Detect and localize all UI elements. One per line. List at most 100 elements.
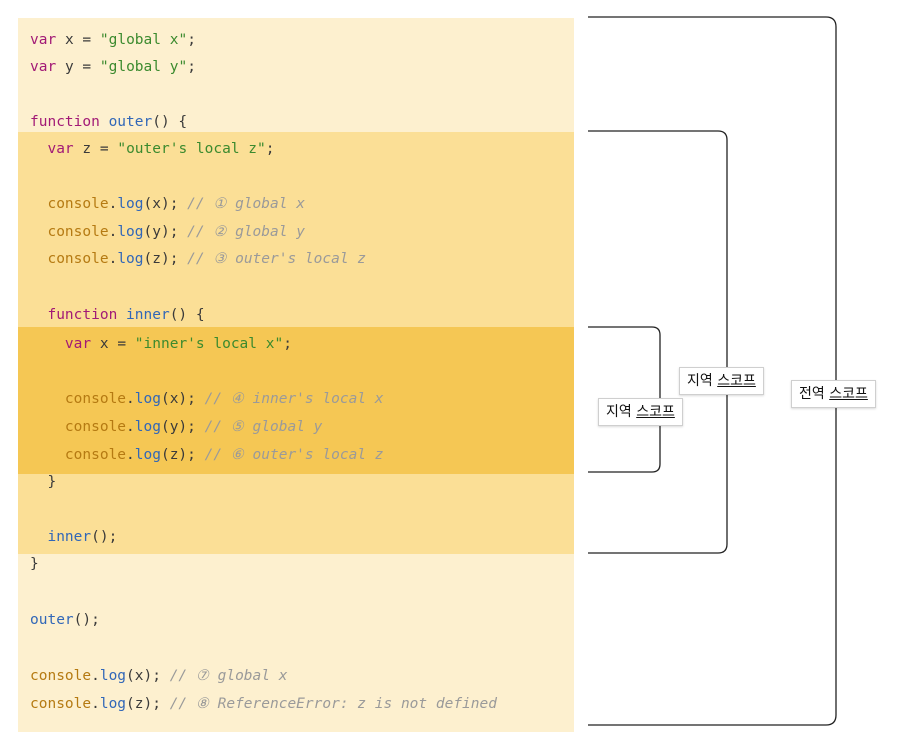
code-line: var x = "inner's local x"; — [30, 334, 292, 354]
code-token: console — [47, 196, 109, 212]
inner-scope-label-word2: 스코프 — [636, 404, 675, 420]
code-token: log — [99, 668, 127, 684]
code-token: var — [30, 32, 57, 48]
code-token: () { — [152, 114, 188, 130]
code-token: function — [47, 307, 118, 323]
global-scope-label-word1: 전역 — [799, 386, 825, 402]
outer-scope-bracket — [588, 130, 728, 554]
code-token: "global y" — [99, 59, 188, 75]
outer-local-scope-label: 지역 스코프 — [679, 367, 764, 395]
code-token: // ⑧ ReferenceError: z is not defined — [160, 696, 497, 712]
code-token: (x); — [126, 668, 161, 684]
code-line: console.log(y); // ② global y — [30, 222, 305, 242]
code-token: . — [91, 668, 100, 684]
code-token: "outer's local z" — [117, 141, 266, 157]
code-token: ; — [283, 336, 292, 352]
code-line: console.log(x); // ① global x — [30, 194, 305, 214]
code-line: function inner() { — [30, 305, 205, 325]
code-line: outer(); — [30, 610, 100, 630]
code-token: // ③ outer's local z — [178, 251, 367, 267]
code-token: (x); — [160, 391, 196, 407]
global-scope-label-word2: 스코프 — [829, 386, 868, 402]
code-token: // ⑤ global y — [195, 419, 323, 435]
code-token: console — [47, 251, 109, 267]
code-line: var z = "outer's local z"; — [30, 139, 274, 159]
code-token: ; — [187, 32, 196, 48]
code-token: // ⑦ global x — [160, 668, 288, 684]
code-token: var — [30, 59, 57, 75]
code-line: inner(); — [30, 527, 117, 547]
code-token: outer — [108, 114, 153, 130]
code-token: log — [134, 391, 161, 407]
code-token: . — [108, 196, 118, 212]
global-scope-label: 전역 스코프 — [791, 380, 876, 408]
code-token: log — [117, 251, 144, 267]
code-token: x — [99, 336, 109, 352]
code-token: console — [30, 668, 92, 684]
code-token: (z); — [126, 696, 161, 712]
code-token: (); — [91, 529, 118, 545]
code-token: log — [117, 196, 144, 212]
code-token: z — [82, 141, 92, 157]
code-token: ; — [187, 59, 196, 75]
code-token: console — [47, 224, 109, 240]
code-token: function — [30, 114, 100, 130]
code-token: "inner's local x" — [134, 336, 284, 352]
code-token: ; — [265, 141, 275, 157]
code-token: . — [91, 696, 100, 712]
code-token: = — [73, 59, 100, 75]
code-token: // ② global y — [178, 224, 305, 240]
code-token: () { — [169, 307, 205, 323]
code-token: console — [64, 391, 127, 407]
code-line: console.log(x); // ⑦ global x — [30, 666, 287, 686]
outer-scope-label-word1: 지역 — [687, 373, 713, 389]
inner-scope-label-word1: 지역 — [606, 404, 632, 420]
code-token: } — [47, 474, 57, 490]
code-token: . — [126, 419, 135, 435]
code-line: var y = "global y"; — [30, 57, 196, 77]
code-line: } — [30, 554, 39, 574]
code-token: (x); — [143, 196, 179, 212]
code-token: } — [30, 556, 39, 572]
code-token: = — [108, 336, 135, 352]
code-token: console — [30, 696, 92, 712]
code-line: console.log(z); // ⑥ outer's local z — [30, 445, 384, 465]
code-token: console — [64, 419, 127, 435]
code-token: var — [47, 141, 74, 157]
code-token: // ⑥ outer's local z — [195, 447, 384, 463]
code-line: function outer() { — [30, 112, 187, 132]
code-token: (z); — [160, 447, 196, 463]
code-token: // ④ inner's local x — [195, 391, 384, 407]
code-token: "global x" — [99, 32, 188, 48]
code-line: } — [30, 472, 56, 492]
code-token: log — [99, 696, 127, 712]
code-token: . — [108, 224, 118, 240]
outer-scope-label-word2: 스코프 — [717, 373, 756, 389]
code-line: console.log(z); // ③ outer's local z — [30, 249, 366, 269]
inner-function-highlight — [18, 327, 574, 474]
code-token: outer — [30, 612, 74, 628]
code-token: log — [134, 419, 161, 435]
code-token: inner — [47, 529, 92, 545]
code-token: log — [117, 224, 144, 240]
code-token: var — [64, 336, 92, 352]
global-scope-bracket — [588, 16, 837, 726]
code-token: . — [126, 391, 135, 407]
code-token: // ① global x — [178, 196, 305, 212]
code-token: = — [91, 141, 118, 157]
code-token: console — [64, 447, 127, 463]
inner-local-scope-label: 지역 스코프 — [598, 398, 683, 426]
code-token: (y); — [143, 224, 179, 240]
code-token: log — [134, 447, 161, 463]
code-token: (y); — [160, 419, 196, 435]
code-token: inner — [126, 307, 170, 323]
code-token: y — [64, 59, 74, 75]
code-token: . — [126, 447, 135, 463]
code-line: console.log(x); // ④ inner's local x — [30, 389, 384, 409]
code-line: console.log(y); // ⑤ global y — [30, 417, 322, 437]
code-token: (); — [73, 612, 100, 628]
code-line: var x = "global x"; — [30, 30, 196, 50]
code-line: console.log(z); // ⑧ ReferenceError: z i… — [30, 694, 497, 714]
code-token: . — [108, 251, 118, 267]
